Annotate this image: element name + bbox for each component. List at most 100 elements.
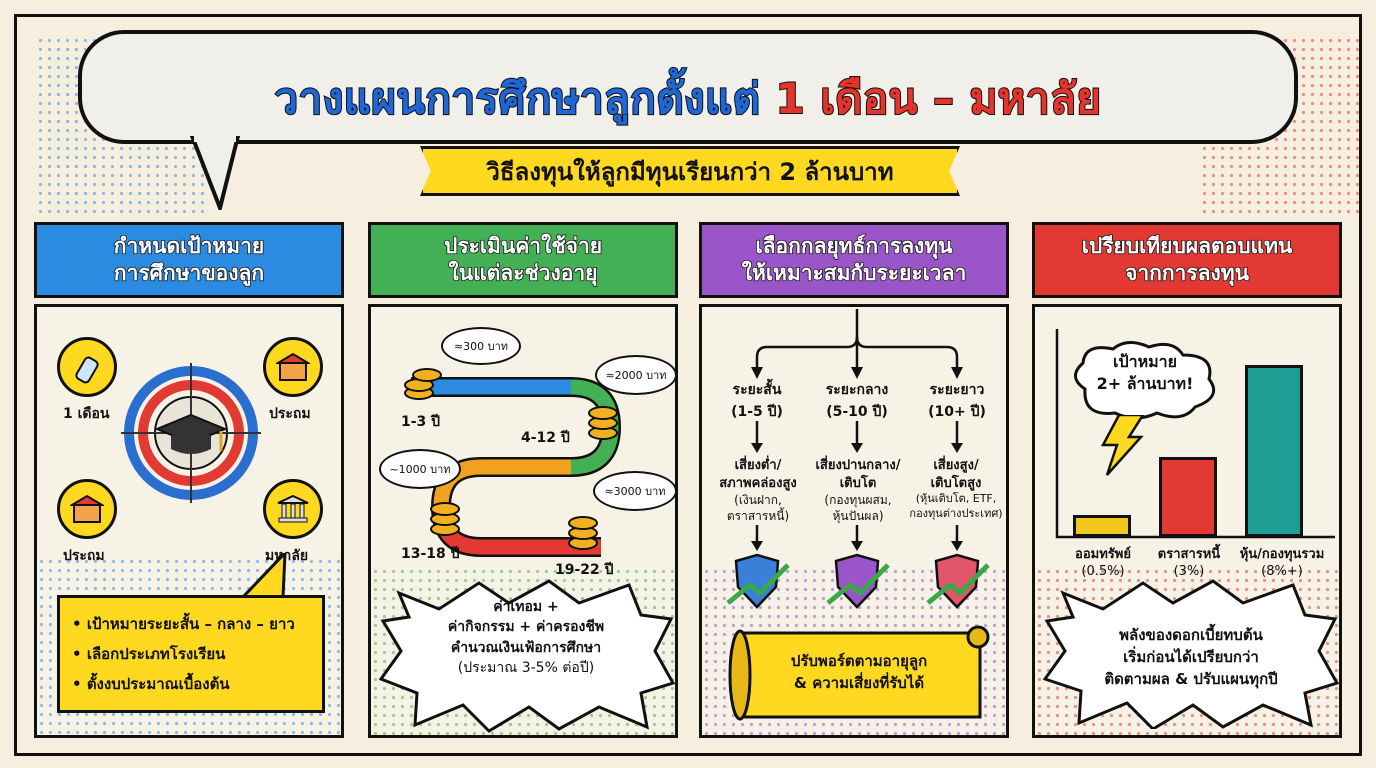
main-title: วางแผนการศึกษาลูกตั้งแต่ 1 เดือน – มหาลั…: [274, 66, 1102, 132]
subtitle-banner: วิธีลงทุนให้ลูกมีทุนเรียนกว่า 2 ล้านบาท: [420, 146, 960, 196]
age-label-3: 13-18 ปี: [401, 546, 460, 562]
risk-long: เสี่ยงสูง/ เติบโตสูง (หุ้นเติบโต, ETF, ก…: [898, 457, 1006, 522]
path-graphic: [404, 368, 622, 557]
goal-line: 2+ ล้านบาท!: [1096, 373, 1194, 393]
column-header-costs: ประเมินค่าใช้จ่าย ในแต่ละช่วงอายุ: [368, 222, 678, 298]
goal-bullet: เลือกประเภทโรงเรียน: [72, 642, 312, 666]
burst-line: คำนวณเงินเฟ้อการศึกษา: [450, 639, 602, 656]
risk-line: เติบโต: [839, 475, 877, 491]
age-label-1: 1-3 ปี: [401, 414, 441, 430]
panel-strategy: ระยะสั้น (1-5 ปี) ระยะกลาง (5-10 ปี) ระย…: [699, 304, 1009, 738]
cost-cloud-3: ~1000 บาท: [379, 449, 461, 489]
cost-burst-text: ค่าเทอม + ค่ากิจกรรม + ค่าครองชีพ คำนวณเ…: [391, 597, 661, 678]
burst-shape: [1043, 579, 1339, 729]
risk-line: สภาพคล่องสูง: [719, 475, 797, 491]
column-header-line1: เลือกกลยุทธ์การลงทุน: [755, 233, 954, 259]
bar-bonds: [1159, 457, 1217, 537]
strategy-column-short: ระยะสั้น (1-5 ปี): [702, 379, 812, 423]
scroll-line: ปรับพอร์ตตามอายุลูก: [790, 652, 928, 670]
baby-bottle-icon: [57, 337, 117, 397]
speech-tail: [190, 136, 240, 210]
bar-label-savings: ออมทรัพย์ (0.5%): [1055, 543, 1151, 579]
term-name: ระยะยาว: [929, 382, 985, 398]
risk-detail: (กองทุนผสม,: [824, 493, 892, 508]
risk-mid: เสี่ยงปานกลาง/ เติบโต (กองทุนผสม, หุ้นปั…: [802, 457, 914, 524]
cost-cloud-1: ≈300 บาท: [441, 327, 521, 365]
goal-label-1: 1 เดือน: [63, 406, 110, 422]
strategy-column-mid: ระยะกลาง (5-10 ปี): [802, 379, 912, 423]
column-header-line1: เปรียบเทียบผลตอบแทน: [1081, 233, 1293, 259]
term-name: ระยะกลาง: [825, 382, 889, 398]
scroll-text: ปรับพอร์ตตามอายุลูก & ความเสี่ยงที่รับได…: [742, 651, 976, 695]
risk-detail: หุ้นปันผล): [832, 509, 884, 524]
target-graphic: [121, 363, 261, 503]
panel-returns: ออมทรัพย์ (0.5%) ตราสารหนี้ (3%) หุ้น/กอ…: [1032, 304, 1342, 738]
bar-label-stocks: หุ้น/กองทุนรวม (8%+): [1227, 543, 1337, 579]
risk-detail: (เงินฝาก,: [734, 493, 782, 508]
column-header-line1: กำหนดเป้าหมาย: [113, 233, 265, 259]
column-header-goals: กำหนดเป้าหมาย การศึกษาของลูก: [34, 222, 344, 298]
shield-growth-icons: [726, 525, 990, 609]
column-header-strategy: เลือกกลยุทธ์การลงทุน ให้เหมาะสมกับระยะเว…: [699, 222, 1009, 298]
goal-cloud-text: เป้าหมาย 2+ ล้านบาท!: [1065, 351, 1225, 394]
column-header-line2: ในแต่ละช่วงอายุ: [448, 260, 598, 286]
callout-tail: [239, 553, 287, 599]
burst-line: พลังของดอกเบี้ยทบต้น: [1119, 626, 1263, 644]
scroll-line: & ความเสี่ยงที่รับได้: [793, 673, 925, 692]
burst-line: ค่ากิจกรรม + ค่าครองชีพ: [447, 619, 605, 636]
branch-arrows: [751, 309, 963, 379]
risk-detail: (หุ้นเติบโต, ETF,: [915, 492, 997, 506]
age-label-2: 4-12 ปี: [521, 430, 570, 446]
age-label-4: 19-22 ปี: [555, 562, 614, 578]
down-arrows: [751, 421, 963, 453]
bar-rate: (3%): [1173, 564, 1205, 579]
risk-line: เสี่ยงปานกลาง/: [815, 458, 901, 473]
term-years: (10+ ปี): [928, 404, 986, 420]
column-header-line1: ประเมินค่าใช้จ่าย: [443, 233, 603, 259]
goal-label-3: ประถม: [63, 548, 105, 564]
risk-detail: กองทุนต่างประเทศ): [909, 506, 1003, 520]
risk-detail: ตราสารหนี้): [726, 509, 790, 524]
bar-label: ออมทรัพย์: [1075, 547, 1131, 562]
term-years: (1-5 ปี): [731, 404, 783, 420]
bar-label: หุ้น/กองทุนรวม: [1239, 547, 1325, 562]
page-frame: [14, 14, 1362, 756]
bar-rate: (8%+): [1261, 564, 1303, 579]
main-title-part1: วางแผนการศึกษาลูกตั้งแต่: [274, 73, 776, 124]
burst-shape: [379, 579, 675, 733]
strategy-column-long: ระยะยาว (10+ ปี): [902, 379, 1006, 423]
school-icon: [263, 337, 323, 397]
cost-cloud-2: ≈2000 บาท: [595, 355, 675, 395]
term-years: (5-10 ปี): [826, 404, 888, 420]
goal-bullet: ตั้งงบประมาณเบื้องต้น: [72, 672, 312, 696]
goal-bullet: เป้าหมายระยะสั้น – กลาง – ยาว: [72, 612, 312, 636]
goal-label-2: ประถม: [269, 406, 311, 422]
column-header-line2: จากการลงทุน: [1124, 260, 1249, 286]
bar-savings: [1073, 515, 1131, 537]
risk-line: เติบโตสูง: [930, 475, 982, 491]
column-header-line2: ให้เหมาะสมกับระยะเวลา: [741, 260, 967, 286]
main-title-part2: 1 เดือน – มหาลัย: [774, 73, 1102, 124]
bar-rate: (0.5%): [1081, 564, 1125, 579]
term-name: ระยะสั้น: [732, 382, 782, 398]
burst-line: เริ่มก่อนได้เปรียบกว่า: [1123, 647, 1259, 666]
lightning-icon: [1100, 415, 1145, 476]
cost-cloud-4: ≈3000 บาท: [593, 471, 675, 511]
university-icon: [263, 479, 323, 539]
returns-burst-text: พลังของดอกเบี้ยทบต้น เริ่มก่อนได้เปรียบก…: [1055, 625, 1327, 690]
column-header-line2: การศึกษาของลูก: [113, 260, 265, 286]
goal-label-4: มหาลัย: [265, 548, 309, 564]
panel-costs: ≈300 บาท 1-3 ปี ≈2000 บาท 4-12 ปี ~1000 …: [368, 304, 678, 738]
bar-stocks: [1245, 365, 1303, 537]
burst-line: ติดตามผล & ปรับแผนทุกปี: [1104, 669, 1278, 688]
risk-short: เสี่ยงต่ำ/ สภาพคล่องสูง (เงินฝาก, ตราสาร…: [702, 457, 814, 524]
bar-label-bonds: ตราสารหนี้ (3%): [1147, 543, 1231, 579]
axes: [1055, 329, 1335, 539]
goal-callout: เป้าหมายระยะสั้น – กลาง – ยาว เลือกประเภ…: [57, 595, 325, 713]
risk-line: เสี่ยงสูง/: [933, 458, 979, 473]
bar-label: ตราสารหนี้: [1157, 547, 1221, 562]
column-header-returns: เปรียบเทียบผลตอบแทน จากการลงทุน: [1032, 222, 1342, 298]
risk-line: เสี่ยงต่ำ/: [734, 458, 782, 473]
school-icon: [57, 479, 117, 539]
burst-line: (ประมาณ 3-5% ต่อปี): [457, 659, 595, 676]
